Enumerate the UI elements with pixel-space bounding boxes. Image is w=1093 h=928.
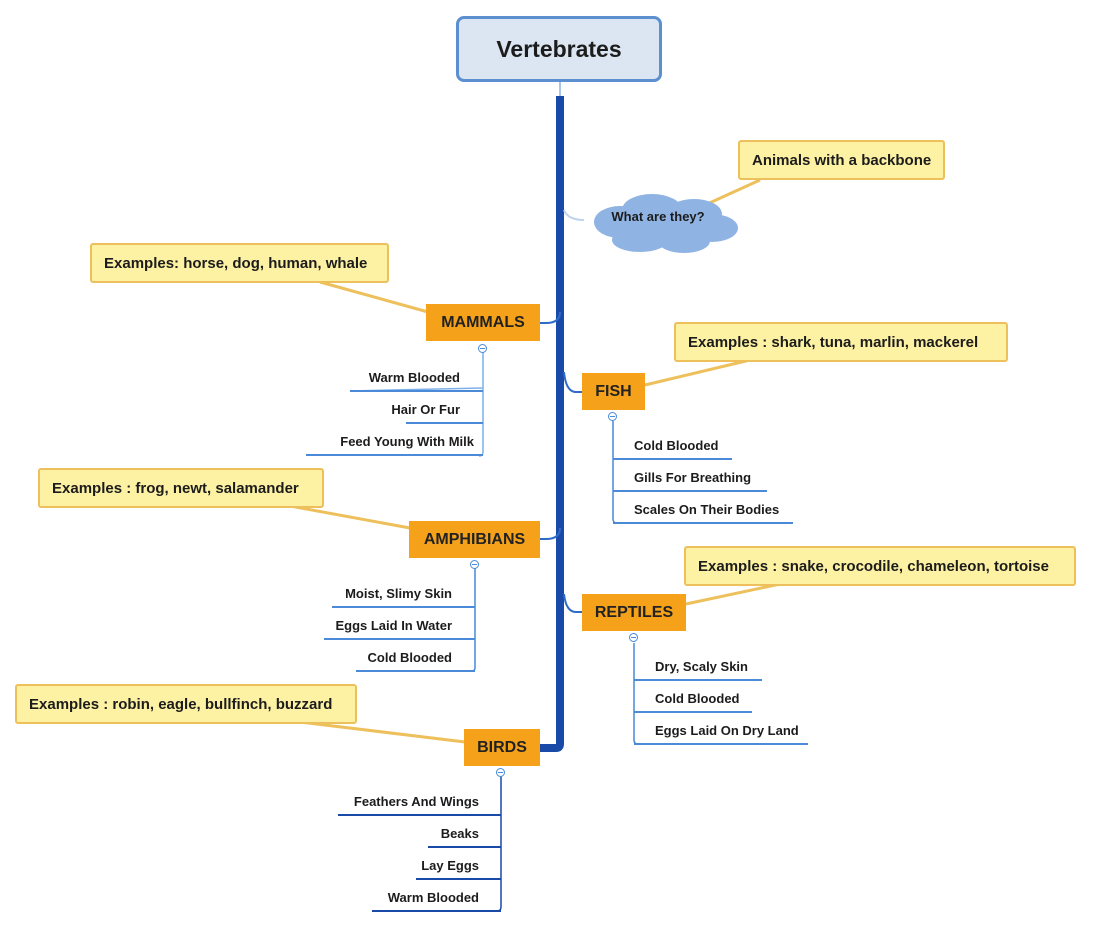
birds-trait-item[interactable]: Beaks xyxy=(440,826,479,841)
fish-trait-item[interactable]: Scales On Their Bodies xyxy=(634,502,780,517)
amphibians-examples-note[interactable]: Examples : frog, newt, salamander xyxy=(38,468,324,508)
birds-trait-item[interactable]: Lay Eggs xyxy=(421,858,479,873)
root-topic[interactable]: Vertebrates xyxy=(456,16,662,82)
category-reptiles[interactable]: REPTILES xyxy=(582,594,686,631)
amphibians-trait-item[interactable]: Cold Blooded xyxy=(367,650,453,665)
birds-trait-item[interactable]: Feathers And Wings xyxy=(353,794,479,809)
amphibians-trait-item[interactable]: Moist, Slimy Skin xyxy=(345,586,452,601)
amphibians-trait-item[interactable]: Eggs Laid In Water xyxy=(335,618,452,633)
mammals-trait-item[interactable]: Hair Or Fur xyxy=(391,402,460,417)
mammals-examples-note[interactable]: Examples: horse, dog, human, whale xyxy=(90,243,389,283)
category-birds[interactable]: BIRDS xyxy=(464,729,540,766)
definition-note[interactable]: Animals with a backbone xyxy=(738,140,946,180)
birds-trait-item[interactable]: Warm Blooded xyxy=(387,890,479,905)
mammals-trait-item[interactable]: Feed Young With Milk xyxy=(340,434,474,449)
mammals-collapse-icon[interactable] xyxy=(478,344,487,353)
reptiles-trait-item[interactable]: Dry, Scaly Skin xyxy=(655,659,748,674)
reptiles-trait-item[interactable]: Cold Blooded xyxy=(655,691,740,706)
category-mammals[interactable]: MAMMALS xyxy=(426,304,540,341)
birds-examples-note[interactable]: Examples : robin, eagle, bullfinch, buzz… xyxy=(15,684,357,724)
birds-collapse-icon[interactable] xyxy=(496,768,505,777)
reptiles-collapse-icon[interactable] xyxy=(629,633,638,642)
fish-examples-note[interactable]: Examples : shark, tuna, marlin, mackerel xyxy=(674,322,1008,362)
amphibians-collapse-icon[interactable] xyxy=(470,560,479,569)
what-are-they-label[interactable]: What are they? xyxy=(611,209,705,224)
fish-collapse-icon[interactable] xyxy=(608,412,617,421)
fish-trait-item[interactable]: Gills For Breathing xyxy=(634,470,752,485)
fish-trait-item[interactable]: Cold Blooded xyxy=(634,438,719,453)
reptiles-examples-note[interactable]: Examples : snake, crocodile, chameleon, … xyxy=(684,546,1076,586)
mammals-trait-item[interactable]: Warm Blooded xyxy=(368,370,460,385)
category-amphibians[interactable]: AMPHIBIANS xyxy=(409,521,540,558)
cloud-shape xyxy=(594,194,738,253)
reptiles-trait-item[interactable]: Eggs Laid On Dry Land xyxy=(655,723,799,738)
category-fish[interactable]: FISH xyxy=(582,373,645,410)
